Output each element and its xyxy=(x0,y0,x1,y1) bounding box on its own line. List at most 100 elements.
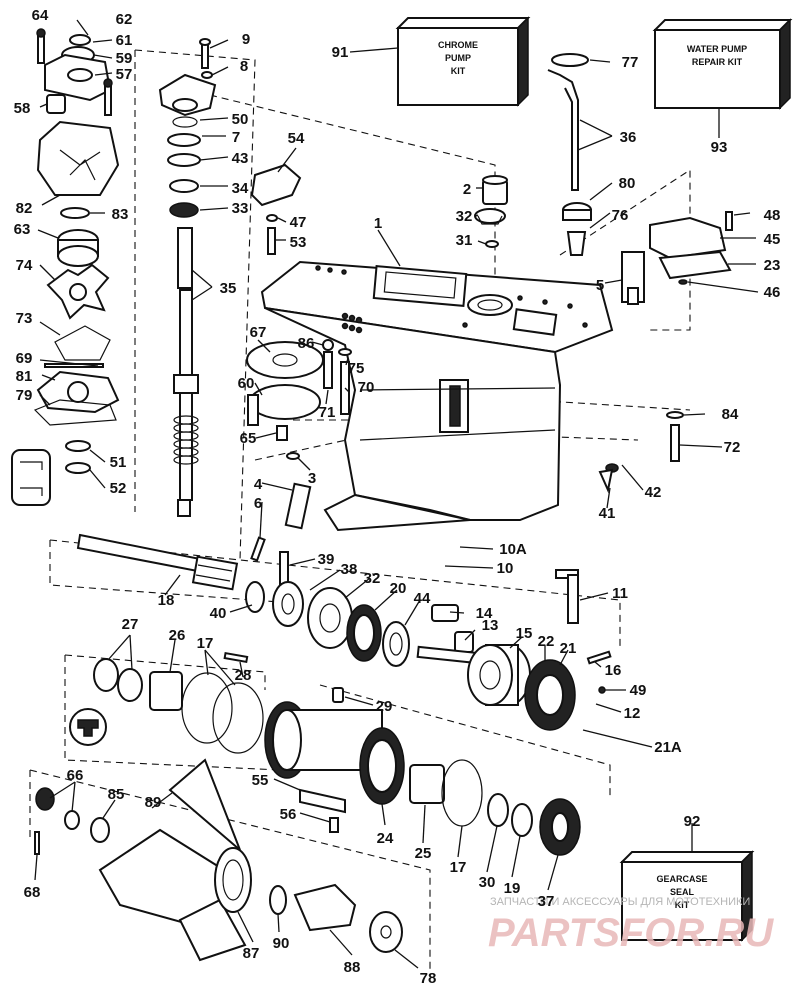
callout-25: 25 xyxy=(415,845,432,862)
callout-29: 29 xyxy=(376,698,393,715)
gearcase-seal-kit-box: GEARCASE SEAL KIT xyxy=(619,850,755,942)
watermark-logo: PARTSFOR.RU xyxy=(488,911,774,955)
propeller-parts xyxy=(34,758,403,962)
callout-15: 15 xyxy=(516,625,533,642)
callout-79: 79 xyxy=(16,387,33,404)
callout-87: 87 xyxy=(243,945,260,962)
callout-83: 83 xyxy=(112,206,129,223)
callout-20: 20 xyxy=(390,580,407,597)
water-pump-kit-line1: WATER PUMP xyxy=(687,44,747,54)
callout-45: 45 xyxy=(764,231,781,248)
callout-12: 12 xyxy=(624,705,641,722)
callout-11: 11 xyxy=(612,585,628,602)
callout-66: 66 xyxy=(67,767,84,784)
gearcase-housing xyxy=(260,260,614,532)
callout-24: 24 xyxy=(377,830,394,847)
chrome-pump-kit-box: CHROME PUMP KIT xyxy=(395,16,531,107)
driveshaft-parts xyxy=(158,38,217,517)
watermark: ЗАПЧАСТИ И АКСЕССУАРЫ ДЛЯ МОТОТЕХНИКИ PA… xyxy=(488,896,774,955)
callout-21: 21 xyxy=(560,640,577,657)
callout-22: 22 xyxy=(538,633,555,650)
driveshaft-spring xyxy=(173,415,199,465)
callout-6: 6 xyxy=(254,495,262,512)
callout-72: 72 xyxy=(724,439,741,456)
callout-49: 49 xyxy=(630,682,647,699)
callout-81: 81 xyxy=(16,368,33,385)
callout-48: 48 xyxy=(764,207,781,224)
callout-47: 47 xyxy=(290,214,307,231)
callout-17-upper: 17 xyxy=(197,635,214,652)
callout-57: 57 xyxy=(116,66,133,83)
callout-19: 19 xyxy=(504,880,521,897)
gearcase-kit-line1: GEARCASE xyxy=(656,874,707,884)
callout-5: 5 xyxy=(596,277,604,294)
callout-91: 91 xyxy=(332,44,349,61)
propshaft-gear-parts xyxy=(76,533,612,731)
assembly-guide-lines xyxy=(29,49,691,975)
center-top-parts xyxy=(250,53,733,305)
bearing-carrier-parts xyxy=(69,651,581,856)
callout-23: 23 xyxy=(764,257,781,274)
callout-14: 14 xyxy=(476,605,493,622)
callout-60: 60 xyxy=(238,375,255,392)
callout-9: 9 xyxy=(242,31,250,48)
callout-53: 53 xyxy=(290,234,307,251)
callout-30: 30 xyxy=(479,874,496,891)
callout-54: 54 xyxy=(288,130,305,147)
chrome-pump-kit-line3: KIT xyxy=(451,66,466,76)
callout-89: 89 xyxy=(145,794,162,811)
callout-73: 73 xyxy=(16,310,33,327)
callout-65: 65 xyxy=(240,430,257,447)
callout-90: 90 xyxy=(273,935,290,952)
gearcase-kit-line3: KIT xyxy=(675,900,690,910)
callout-32-upper: 32 xyxy=(456,208,473,225)
callout-70: 70 xyxy=(358,379,375,396)
callout-78: 78 xyxy=(420,970,437,987)
callout-8: 8 xyxy=(240,58,248,75)
callout-40: 40 xyxy=(210,605,227,622)
callout-10A: 10A xyxy=(499,541,527,558)
callout-88: 88 xyxy=(344,959,361,976)
callout-67: 67 xyxy=(250,324,267,341)
callout-62: 62 xyxy=(116,11,133,28)
callout-36: 36 xyxy=(620,129,637,146)
callout-50: 50 xyxy=(232,111,249,128)
callout-46: 46 xyxy=(764,284,781,301)
callout-3: 3 xyxy=(308,470,316,487)
water-pump-parts xyxy=(11,28,120,506)
callout-85: 85 xyxy=(108,786,125,803)
water-pump-repair-kit-box: WATER PUMP REPAIR KIT xyxy=(652,18,793,110)
callout-71: 71 xyxy=(319,404,336,421)
callout-77: 77 xyxy=(622,54,639,71)
callout-35: 35 xyxy=(220,280,237,297)
callout-38: 38 xyxy=(341,561,358,578)
callout-33: 33 xyxy=(232,200,249,217)
callout-16: 16 xyxy=(605,662,622,679)
callout-56: 56 xyxy=(280,806,297,823)
callout-21A: 21A xyxy=(654,739,682,756)
callout-17-lower: 17 xyxy=(450,859,467,876)
callout-18: 18 xyxy=(158,592,175,609)
callout-59: 59 xyxy=(116,50,133,67)
callout-27: 27 xyxy=(122,616,139,633)
callout-26: 26 xyxy=(169,627,186,644)
callout-28: 28 xyxy=(235,667,252,684)
callout-92: 92 xyxy=(684,813,701,830)
callout-41: 41 xyxy=(599,505,616,522)
callout-68: 68 xyxy=(24,884,41,901)
callout-61: 61 xyxy=(116,32,133,49)
leader-lines xyxy=(34,19,759,969)
callout-42: 42 xyxy=(645,484,662,501)
callout-labels: 64 62 61 59 57 58 9 8 91 77 93 50 7 43 3… xyxy=(14,7,781,987)
housing-bolt-holes xyxy=(315,265,588,334)
gearcase-kit-line2: SEAL xyxy=(670,887,695,897)
callout-43: 43 xyxy=(232,150,249,167)
callout-58: 58 xyxy=(14,100,31,117)
callout-51: 51 xyxy=(110,454,127,471)
callout-69: 75 xyxy=(348,360,365,377)
callout-31: 31 xyxy=(456,232,473,249)
chrome-pump-kit-line1: CHROME xyxy=(438,40,478,50)
water-pump-kit-line2: REPAIR KIT xyxy=(692,57,743,67)
